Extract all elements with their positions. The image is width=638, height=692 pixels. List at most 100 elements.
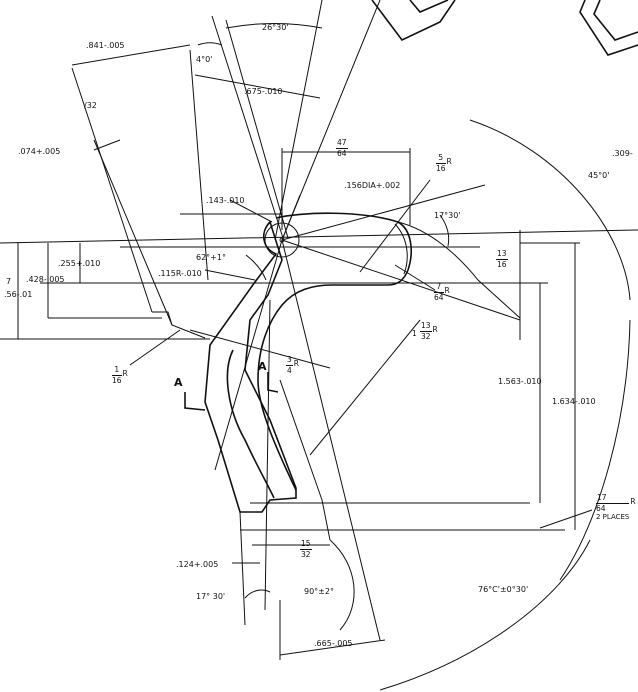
dim-label-32: /32 — [84, 101, 97, 110]
base-left-edge — [239, 511, 246, 626]
blade-line-4 — [211, 15, 284, 239]
hook-extension — [397, 221, 521, 319]
angle-line-1 — [281, 239, 521, 321]
dim-label-665: .665-.005 — [314, 639, 353, 648]
dim-label-156dia: .156DIA+.002 — [344, 181, 401, 190]
leader-5-16 — [359, 179, 431, 273]
leader-115r — [204, 269, 256, 281]
leader-143 — [229, 199, 273, 223]
frac-15-32: 15 32 — [300, 540, 312, 558]
frac-7-64-den: 64 — [434, 292, 444, 302]
frac-5-16-den: 16 — [436, 163, 446, 173]
frac-13-16-den: 16 — [497, 259, 507, 269]
frac-5-16-num: 5 — [436, 154, 446, 164]
frac-1-13-32-den: 32 — [421, 331, 431, 341]
leg-line-2 — [279, 379, 323, 501]
leader-7-64 — [394, 264, 436, 291]
frac-47-64-den: 64 — [337, 148, 347, 158]
upper-right-view — [579, 0, 638, 56]
dim-label-143: .143-.010 — [206, 196, 245, 205]
top-horizontal-line — [0, 229, 638, 244]
leader-3-4 — [189, 329, 331, 369]
dim-label-255: .255+.010 — [58, 259, 101, 268]
frac-1-13-32: 13 32 R — [420, 321, 438, 341]
upper-view-inner — [409, 0, 449, 13]
dim-label-17deg-top: 17°30' — [434, 211, 461, 220]
blade-line-2 — [93, 139, 173, 326]
angle-line-4 — [214, 239, 283, 471]
frac-47-64-num: 47 — [336, 138, 348, 149]
angle-line-2 — [281, 184, 486, 241]
frac-1-13-32-whole: 1 — [412, 329, 417, 338]
dim-675 — [194, 74, 321, 99]
section-arrow-center — [267, 372, 279, 393]
arc-90deg — [329, 539, 355, 631]
section-mark-left: A — [174, 376, 183, 389]
arc-45deg — [469, 119, 631, 301]
frac-5-16: 5 16 R — [436, 154, 452, 173]
frac-7-64-suffix: R — [444, 286, 450, 295]
blade-tip — [152, 311, 206, 339]
leg-line-1 — [321, 499, 331, 541]
frac-13-16: 13 16 — [496, 250, 508, 268]
angle-line-3 — [281, 239, 381, 641]
section-mark-center: A — [258, 360, 267, 373]
arc-1634 — [559, 319, 631, 581]
blade-line-1 — [71, 67, 153, 313]
dim-074 — [93, 139, 121, 151]
frac-1-16-suffix: R — [122, 369, 128, 378]
frac-1-13-32-num: 13 — [420, 321, 432, 332]
upper-view-edge — [371, 0, 456, 42]
hook-outline — [257, 212, 412, 491]
dim-label-1563: 1.563-.010 — [498, 377, 542, 386]
dim-label-4deg: 4°0' — [196, 55, 213, 64]
leader-1-16 — [129, 329, 181, 366]
frac-7-64-num: 7 — [434, 283, 444, 293]
arc-62deg — [245, 254, 267, 281]
frac-17-64: 17 64 R 2 PLACES — [596, 494, 636, 521]
dim-label-56: .56-.01 — [4, 290, 33, 299]
arc-26deg — [225, 23, 323, 29]
blade-line-5 — [225, 19, 289, 239]
arc-4deg — [197, 42, 223, 46]
frac-17-64-num: 17 — [596, 494, 630, 504]
frac-1-13-32-suffix: R — [432, 325, 438, 334]
frac-17-64-note: 2 PLACES — [596, 513, 630, 521]
frac-17-64-suffix: R — [630, 497, 636, 506]
frac-3-4-suffix: R — [293, 359, 299, 368]
dim-label-115r: .115R-.010 — [158, 269, 202, 278]
frac-47-64: 47 64 — [336, 139, 348, 157]
section-arrow-left — [184, 392, 206, 411]
dim-label-675: .675-.010 — [244, 87, 283, 96]
frac-5-16-suffix: R — [446, 157, 452, 166]
arc-76deg — [379, 539, 591, 691]
blade-line-6 — [274, 0, 323, 241]
dim-label-1634: 1.634-.010 — [552, 397, 596, 406]
dim-label-841: .841-.005 — [86, 41, 125, 50]
dim-label-124: .124+.005 — [176, 560, 219, 569]
dim-label-074: .074+.005 — [18, 147, 61, 156]
arc-17deg-top — [439, 214, 450, 247]
dim-label-309: .309- — [612, 149, 633, 158]
dim-label-45deg: 45°0' — [588, 171, 610, 180]
frac-1-16-den: 16 — [112, 375, 122, 385]
leader-156 — [281, 194, 301, 241]
frac-1-16: 1 16 R — [112, 366, 128, 385]
arc-17deg-bottom — [244, 589, 271, 599]
dim-label-90deg: 90°±2° — [304, 587, 334, 596]
frac-15-32-num: 15 — [300, 539, 312, 550]
frac-7-64: 7 64 R — [434, 283, 450, 302]
dim-665 — [279, 639, 386, 656]
leader-17-64 — [539, 509, 593, 529]
part-outline-outer — [204, 220, 297, 513]
blade-line-3 — [189, 49, 209, 281]
frac-3-4: 3 4 R — [286, 356, 299, 374]
hook-inner-edge — [394, 223, 408, 275]
dim-841 — [71, 44, 191, 66]
frac-15-32-den: 32 — [301, 549, 311, 559]
dim-label-7: 7 — [6, 277, 12, 286]
dim-label-62deg: 62°+1° — [196, 253, 226, 262]
dim-label-26deg: 26°30' — [262, 23, 289, 32]
